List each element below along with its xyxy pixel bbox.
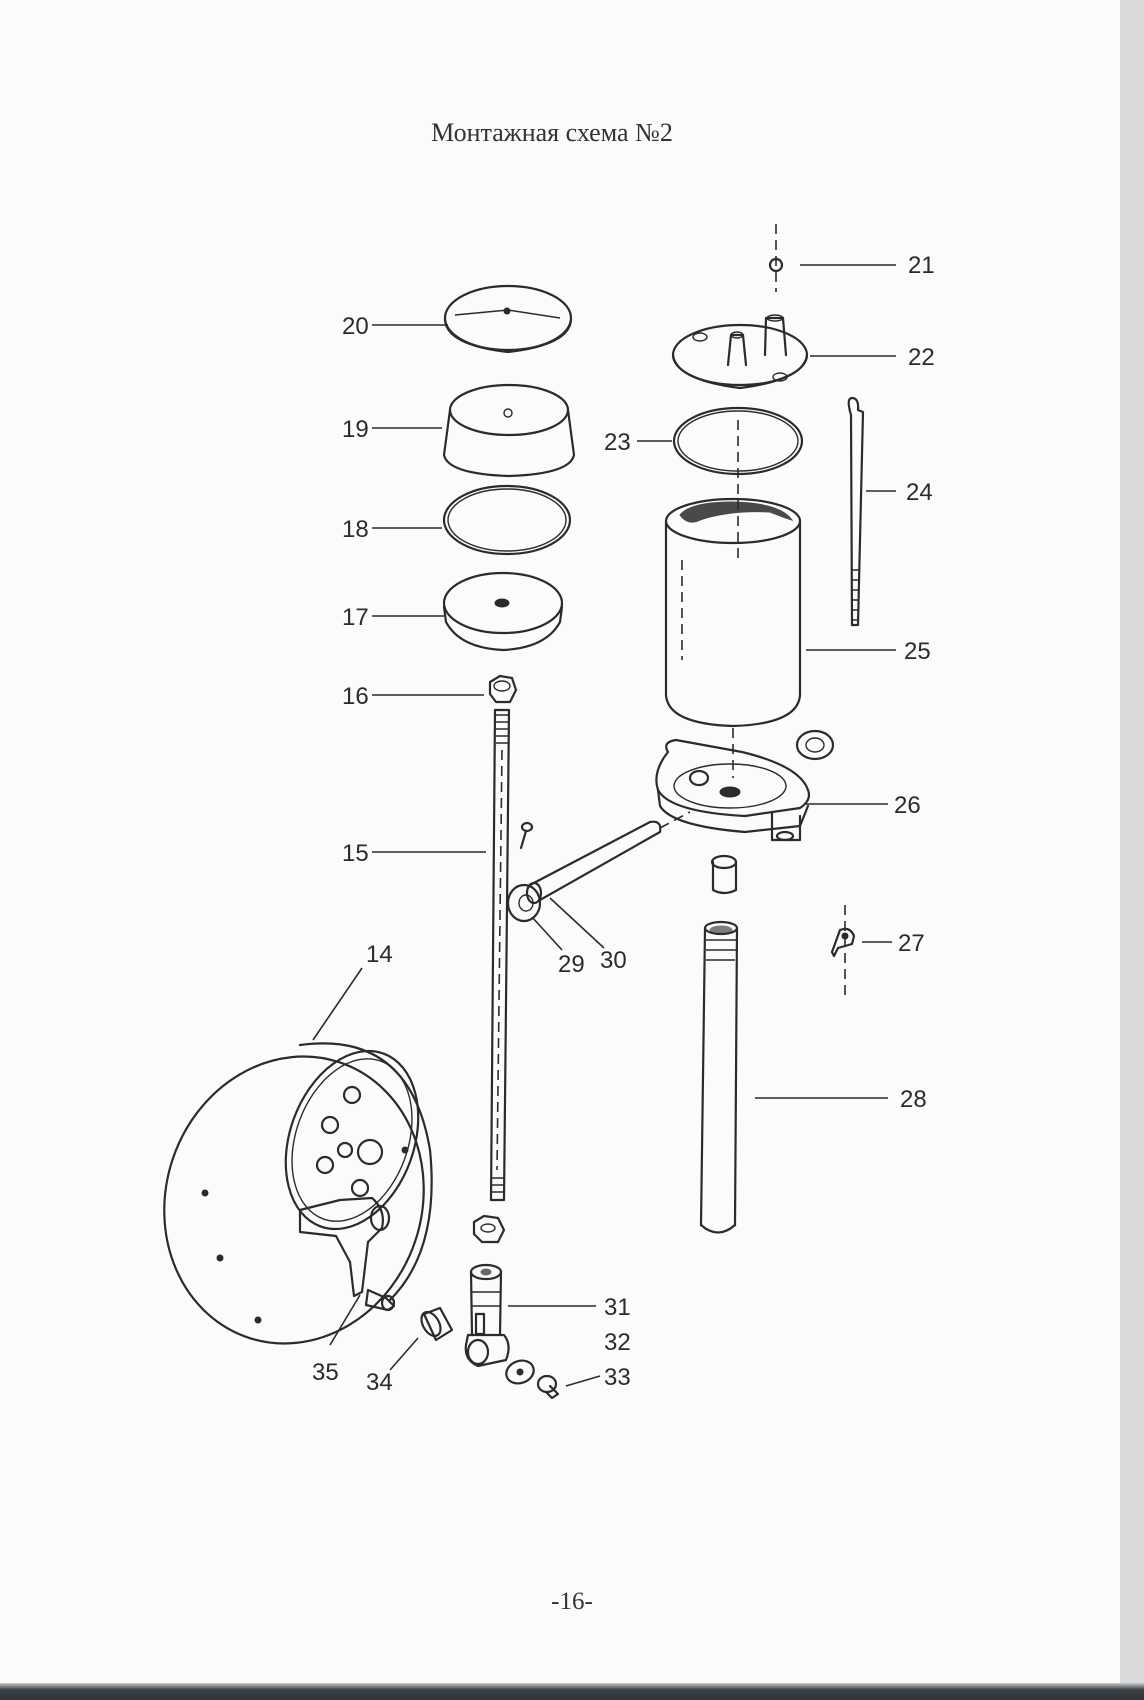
callout-26: 26 xyxy=(894,792,921,819)
part-16-nut xyxy=(488,674,518,704)
callout-22: 22 xyxy=(908,344,935,371)
callout-28: 28 xyxy=(900,1086,927,1113)
cotter-pin xyxy=(519,821,534,850)
document-page xyxy=(0,0,1120,1683)
scanner-edge xyxy=(0,1683,1144,1700)
callout-24: 24 xyxy=(906,479,933,506)
callout-29: 29 xyxy=(558,951,585,978)
part-27-clip xyxy=(830,905,856,1000)
callout-18: 18 xyxy=(342,516,369,543)
callout-31: 31 xyxy=(604,1294,631,1321)
callout-32: 32 xyxy=(604,1329,631,1356)
part-30-pin xyxy=(525,811,691,905)
part-24-hooked-rod xyxy=(847,396,865,627)
bushing xyxy=(710,854,738,895)
part-26-base-flange xyxy=(655,728,835,842)
part-33-washer-screw xyxy=(505,1359,560,1400)
leader-33 xyxy=(565,1375,601,1387)
callout-23: 23 xyxy=(604,429,631,456)
part-31-coupling xyxy=(464,1263,510,1368)
callout-30: 30 xyxy=(600,947,627,974)
leader-14 xyxy=(312,967,363,1041)
callout-25: 25 xyxy=(904,638,931,665)
part-20-top-lid xyxy=(443,284,573,354)
callout-17: 17 xyxy=(342,604,369,631)
part-19-cup xyxy=(442,383,576,478)
part-25-cylinder xyxy=(664,420,802,728)
callout-14: 14 xyxy=(366,941,393,968)
part-21-ball xyxy=(768,224,784,292)
part-29-washer xyxy=(506,883,542,923)
part-18-ring xyxy=(442,484,572,556)
part-34-roller xyxy=(420,1306,454,1342)
callout-34: 34 xyxy=(366,1369,393,1396)
callout-27: 27 xyxy=(898,930,925,957)
leader-34 xyxy=(389,1337,419,1371)
callout-20: 20 xyxy=(342,313,369,340)
callout-19: 19 xyxy=(342,416,369,443)
diagram-title: Монтажная схема №2 xyxy=(431,118,673,147)
page-number: -16- xyxy=(551,1588,593,1615)
leader-30 xyxy=(549,897,605,949)
part-15-shaft xyxy=(489,708,511,1202)
part-17-disk xyxy=(442,571,564,652)
part-22-cylinder-head xyxy=(671,314,809,390)
callout-15: 15 xyxy=(342,840,369,867)
callout-16: 16 xyxy=(342,683,369,710)
callout-35: 35 xyxy=(312,1359,339,1386)
lower-nut xyxy=(472,1214,506,1244)
part-28-tube xyxy=(699,920,739,1234)
callout-21: 21 xyxy=(908,252,935,279)
callout-33: 33 xyxy=(604,1364,631,1391)
leader-29 xyxy=(531,916,563,951)
leader-35 xyxy=(329,1294,361,1346)
part-14-disc-housing xyxy=(163,1042,433,1345)
